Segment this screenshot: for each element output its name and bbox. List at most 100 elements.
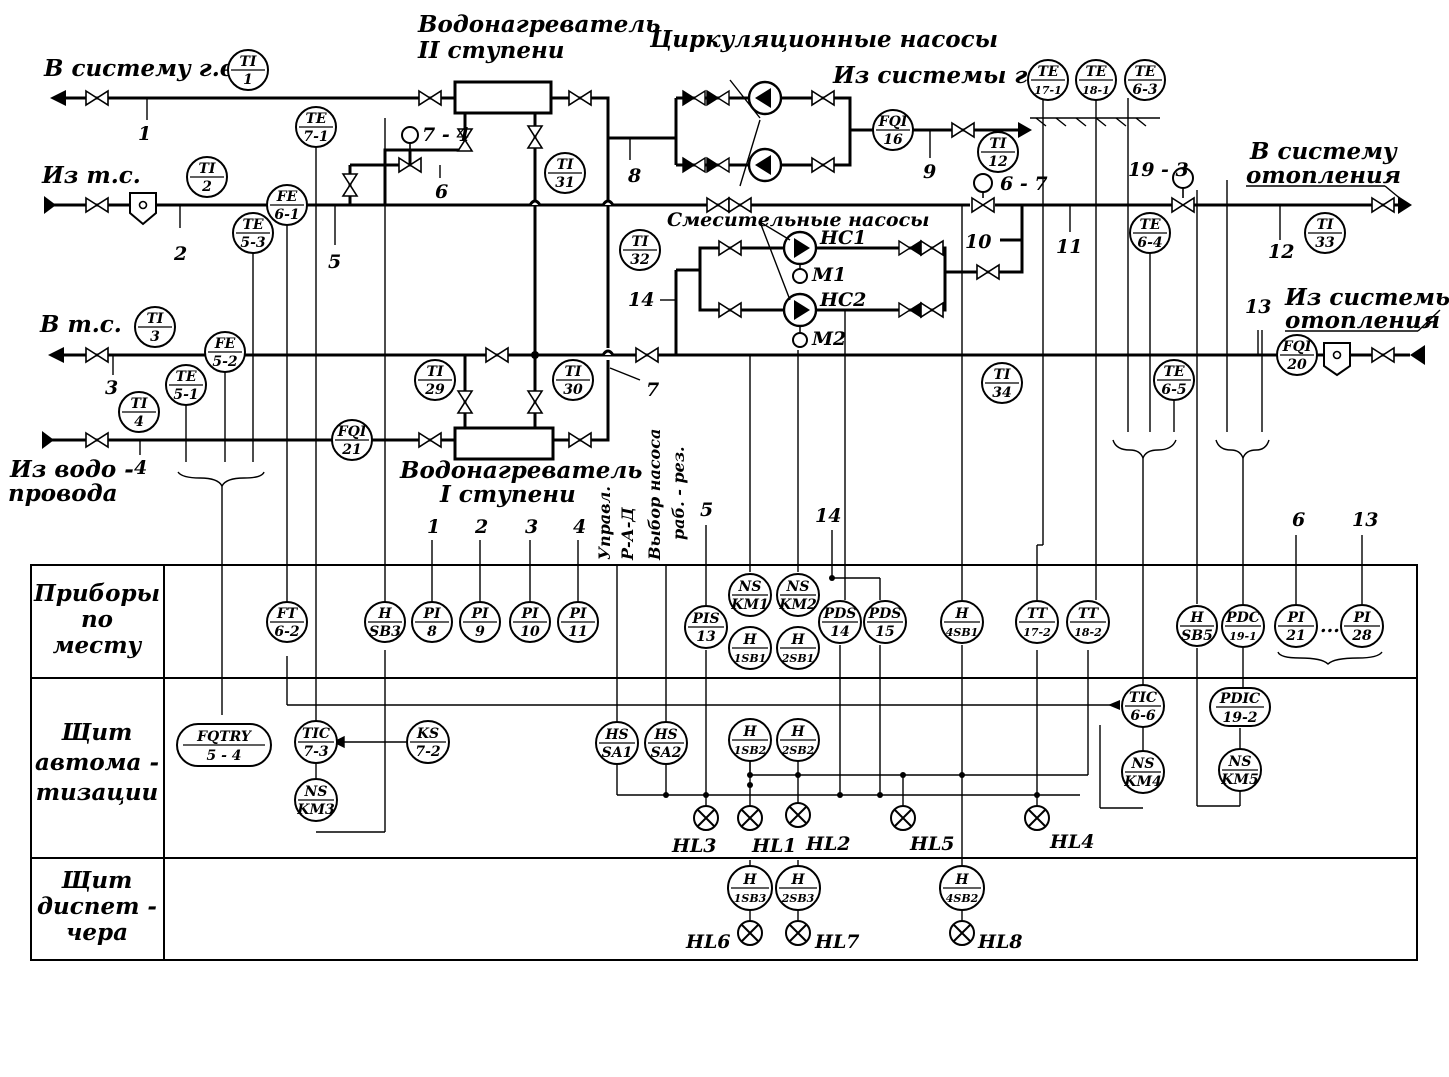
instrument-tag: NS (786, 579, 810, 595)
instrument-tag: FT (276, 606, 299, 622)
instrument-ti3: TI3 (134, 306, 176, 348)
instrument-number: 32 (630, 252, 650, 268)
instrument-tag: FQI (1282, 339, 1312, 355)
instrument-tag: H (954, 872, 969, 888)
label-to-hot-water: В систему г.в. (43, 55, 243, 82)
instrument-h1sb3: H 1SB3 (727, 865, 773, 911)
instrument-ti32: TI 32 (619, 229, 661, 271)
svg-text:14: 14 (628, 289, 654, 311)
instrument-tag: TE (1139, 217, 1160, 233)
instrument-te5-1: TE5-1 (165, 364, 207, 406)
instrument-number: 2SB3 (781, 892, 815, 905)
instrument-number: 6-3 (1132, 82, 1158, 98)
instrument-number: 16 (883, 132, 903, 148)
instrument-tag: PDIC (1219, 691, 1260, 707)
instrument-tag: TT (1078, 606, 1100, 622)
instrument-tag: TIC (302, 726, 330, 742)
instrument-tag: H (377, 606, 392, 622)
instrument-number: 28 (1351, 628, 1372, 644)
pipe-numbers: 1 2 3 4 5 6 7 8 9 10 11 12 13 14 (105, 123, 1294, 479)
instrument-number: 19-2 (1222, 710, 1257, 726)
instrument-number: 1SB1 (734, 652, 767, 665)
instrument-tag: TI (565, 364, 582, 380)
instrument-tag: TI (131, 396, 148, 412)
instrument-tag: TE (1085, 64, 1106, 80)
instrument-number: 9 (475, 624, 485, 640)
instrument-tag: PI (568, 606, 587, 622)
instrument-tag: NS (738, 579, 762, 595)
svg-text:11: 11 (1056, 236, 1082, 258)
instrument-tag: H (742, 872, 757, 888)
svg-text:13: 13 (1352, 509, 1378, 531)
label-pump-select: Выбор насоса (645, 429, 664, 561)
row-dispatcher-line2: диспет - (37, 893, 157, 920)
instrument-fe5-2: FE5-2 (204, 331, 246, 373)
instrument-fqi16: FQI 16 (872, 109, 914, 151)
instrument-tag: FQTRY (196, 729, 253, 745)
instrument-pi9: PI9 (459, 601, 501, 643)
row-dispatcher-line1: Щит (61, 867, 133, 894)
instrument-fe6-1: FE 6-1 (266, 184, 308, 226)
label-heater-stage1-line1: Водонагреватель (399, 457, 642, 484)
instrument-tag: FE (276, 189, 298, 205)
lamp-label-hl3: HL3 (671, 835, 717, 857)
svg-text:3: 3 (525, 516, 538, 538)
row-automation-line3: тизации (36, 779, 159, 806)
label-circulation-pumps: Циркуляционные насосы (649, 26, 998, 53)
instrument-tag: FQI (878, 114, 908, 130)
instrument-tag: TI (632, 234, 649, 250)
instrument-tag: NS (1228, 754, 1252, 770)
svg-text:4: 4 (134, 457, 147, 479)
instrument-ti4: TI4 (118, 391, 160, 433)
label-to-heating-line2: отопления (1246, 162, 1401, 189)
label-from-water-main-2: провода (8, 480, 118, 507)
top-numbers: 1 2 3 4 5 14 6 13 (427, 499, 1378, 538)
svg-text:7: 7 (646, 379, 659, 401)
ellipsis: ... (1320, 615, 1340, 637)
instrument-bubbles: TI1TI2TI3TI4TE7-1FE6-1TE5-3FE5-2TE5-1FQI… (118, 49, 1384, 911)
instrument-number: 6-1 (274, 207, 299, 223)
instrument-tag: HS (653, 727, 677, 743)
label-to-heating-line1: В систему (1249, 138, 1398, 165)
instrument-number: 1SB3 (734, 892, 767, 905)
instrument-te6-4: TE6-4 (1129, 212, 1171, 254)
motor-m2 (792, 332, 808, 348)
instrument-te5-3: TE5-3 (232, 212, 274, 254)
instrument-tag: TI (427, 364, 444, 380)
instrument-tag: FE (214, 336, 236, 352)
actuator-7-4 (401, 126, 419, 144)
instrument-tag: TI (990, 136, 1007, 152)
svg-text:4: 4 (573, 516, 586, 538)
svg-text:8: 8 (627, 165, 641, 187)
instrument-tag: FQI (337, 424, 367, 440)
label-work-res: раб. - рез. (669, 446, 688, 540)
instrument-number: 31 (555, 175, 574, 191)
label-from-heating-line2: отопления (1285, 307, 1440, 334)
svg-text:2: 2 (173, 243, 187, 265)
instrument-te6-3: TE6-3 (1124, 59, 1166, 101)
instrument-number: 7-1 (303, 129, 328, 145)
instrument-number: 18-2 (1074, 626, 1102, 639)
instrument-tag: TE (305, 111, 326, 127)
lamp-hl1 (737, 805, 763, 831)
svg-text:5: 5 (700, 499, 713, 521)
instrument-tag: PI (1352, 610, 1371, 626)
svg-text:9: 9 (923, 161, 936, 183)
instrument-number: 18-1 (1082, 84, 1110, 97)
instrument-tag: KS (416, 726, 439, 742)
instrument-number: 6-2 (274, 624, 300, 640)
lamp-label-hl6: HL6 (685, 931, 731, 953)
